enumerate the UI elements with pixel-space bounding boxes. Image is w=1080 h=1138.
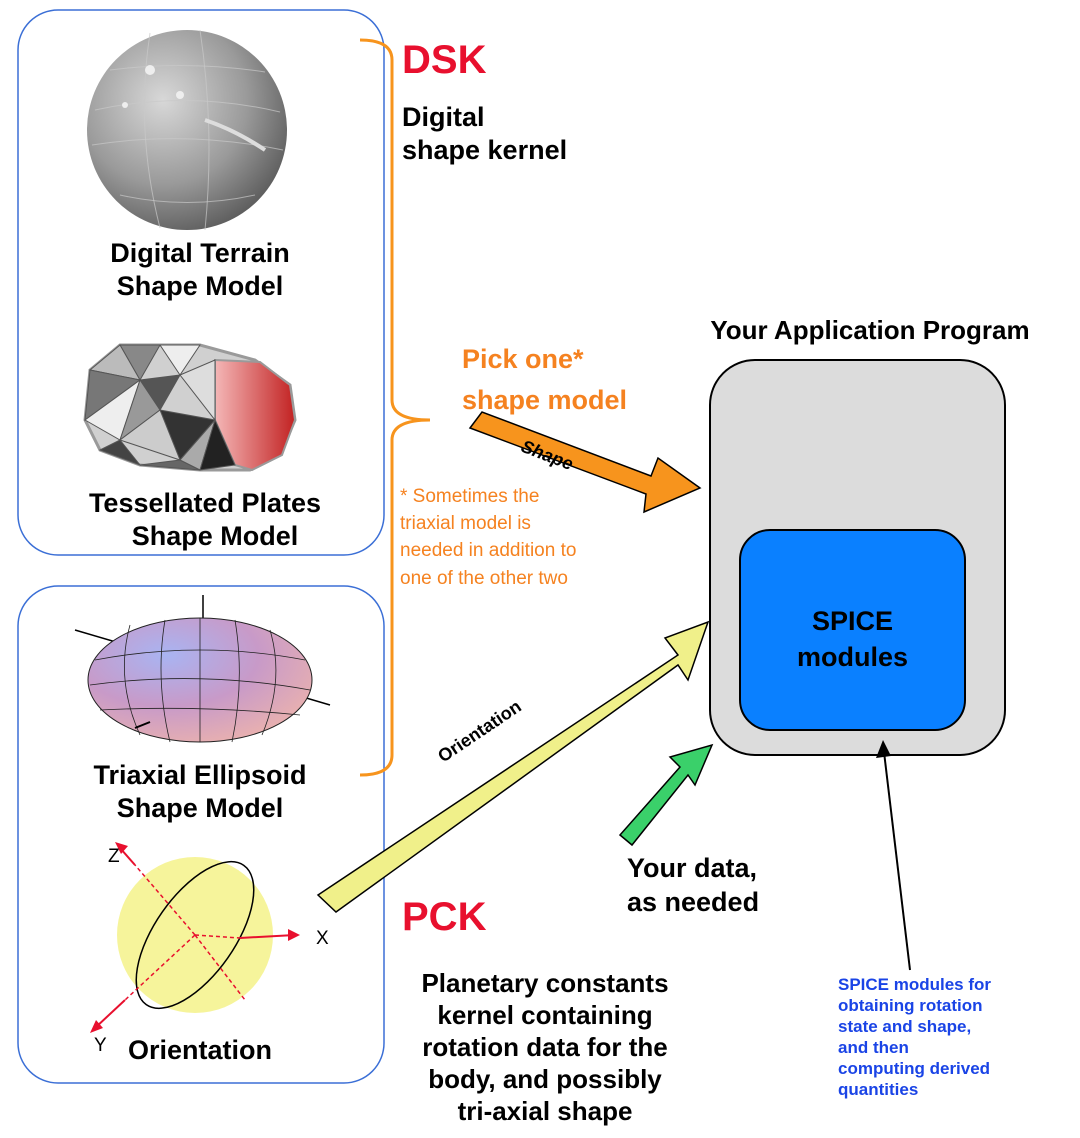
tessellated-plates-image [83,343,297,472]
app-title: Your Application Program [710,315,1030,345]
pick-line2: shape model [462,385,628,415]
axis-z-label: Z [108,846,120,867]
triaxial-ellipsoid-image [74,595,331,743]
plates-label-line2: Shape Model [131,521,299,551]
spice-note-line5: computing derived [838,1059,991,1078]
pick-note-line4: one of the other two [400,568,568,589]
orientation-image [90,842,300,1033]
pck-desc-line4: body, and possibly [428,1064,662,1094]
spice-modules-line1: SPICE [811,606,894,636]
spice-note-line6: quantities [838,1080,919,1099]
orientation-label: Orientation [127,1035,272,1065]
spice-note-line4: and then [838,1038,909,1057]
pck-desc-line3: rotation data for the [422,1032,668,1062]
axis-y-label: Y [94,1035,107,1056]
dsk-desc-line1: Digital [402,102,485,132]
pick-line1: Pick one* [462,344,584,374]
terrain-label-line2: Shape Model [116,271,284,301]
orientation-arrow [316,620,710,913]
your-data-line2: as needed [627,887,760,917]
data-arrow [618,743,714,847]
spice-note-line1: SPICE modules for [838,975,992,994]
shape-arrow [468,411,702,514]
ellipsoid-label-line2: Shape Model [116,793,284,823]
terrain-label-line1: Digital Terrain [110,238,290,268]
pck-desc-line1: Planetary constants [421,968,669,998]
pick-note-line1: * Sometimes the [400,486,540,507]
your-data-line1: Your data, [627,853,758,883]
spice-note-arrow-head [876,740,891,758]
pick-note-line3: needed in addition to [400,540,577,561]
dsk-models-box [17,9,385,556]
spice-note-line2: obtaining rotation [838,996,983,1015]
spice-note-arrow-line [883,751,911,971]
axis-x-label: X [316,928,329,949]
pck-title: PCK [402,895,487,939]
spice-modules-box [739,529,966,731]
pck-models-box [17,585,385,1084]
pck-desc-line2: kernel containing [437,1000,653,1030]
spice-note-line3: state and shape, [838,1017,972,1036]
dsk-pck-brace [359,38,431,777]
digital-terrain-image [87,29,287,231]
spice-modules-line2: modules [796,642,909,672]
ellipsoid-label-line1: Triaxial Ellipsoid [93,760,307,790]
pck-desc-line5: tri-axial shape [457,1096,633,1126]
pick-note-line2: triaxial model is [400,513,531,534]
dsk-title: DSK [402,38,487,82]
dsk-desc-line2: shape kernel [402,135,568,165]
plates-label-line1: Tessellated Plates [88,488,322,518]
